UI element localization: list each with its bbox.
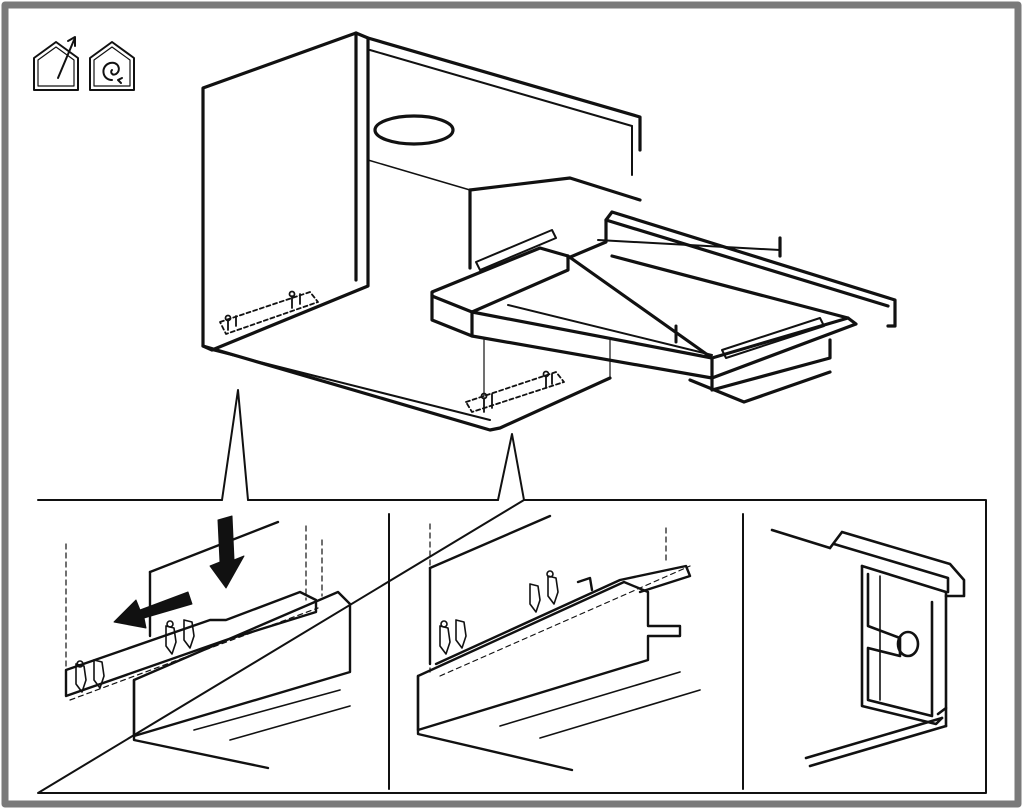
detail-panel-hook-mounting (64, 520, 352, 770)
hook-bracket-left (219, 290, 319, 335)
arrow-down-icon (209, 515, 245, 589)
house-recirculation-icon (89, 41, 135, 91)
house-ducted-extraction-icon (33, 36, 79, 91)
callout-pointer-left (221, 389, 249, 501)
callout-pointer-right (497, 433, 525, 501)
detail-panel-bracket-closeup (770, 528, 966, 768)
main-cabinet-illustration (201, 31, 897, 432)
arrow-left-icon (113, 591, 193, 629)
detail-strip-border (37, 499, 987, 794)
hook-bracket-right (465, 370, 565, 413)
detail-panel-hooks-engaged (416, 514, 701, 772)
